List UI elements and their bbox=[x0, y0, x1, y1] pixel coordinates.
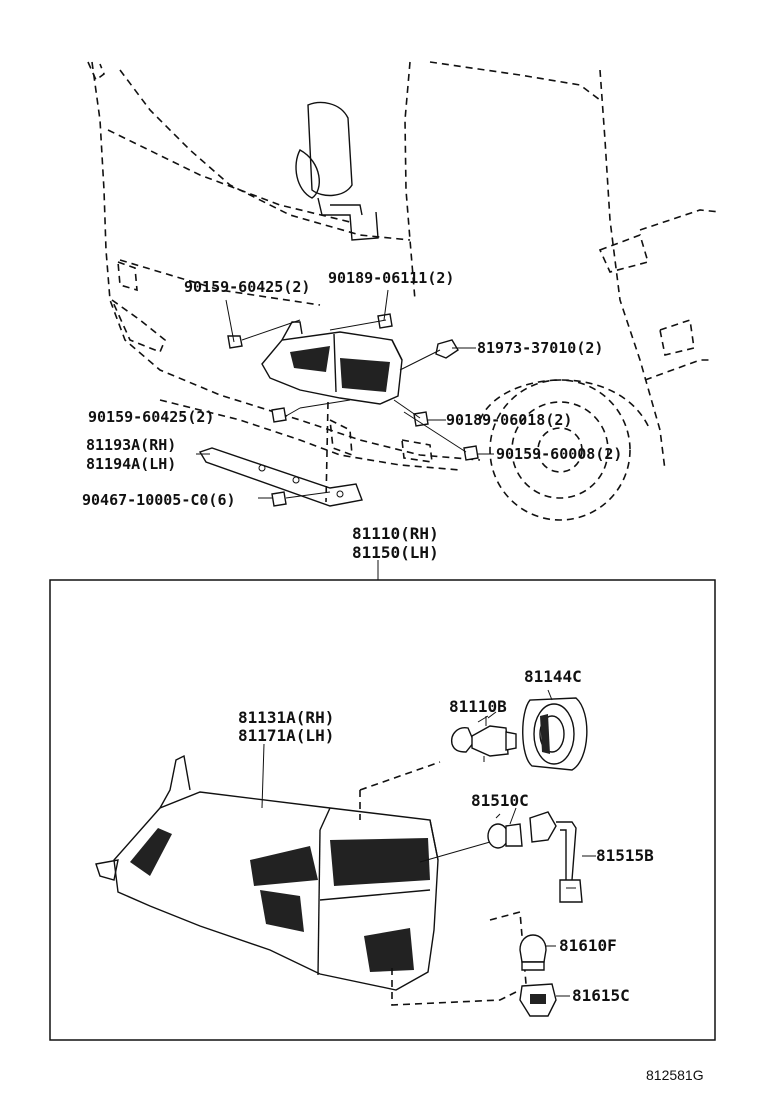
label-90159-60425-mid: 90159-60425(2) bbox=[88, 408, 214, 426]
bulbs-and-sockets bbox=[451, 689, 588, 1017]
vehicle-front-drawing bbox=[87, 61, 721, 521]
label-81110: 81110(RH) bbox=[352, 524, 439, 543]
label-90159-60425-top: 90159-60425(2) bbox=[184, 278, 310, 296]
label-81110B: 81110B bbox=[449, 697, 507, 716]
label-81193A: 81193A(RH) bbox=[86, 436, 176, 454]
label-90189-06018: 90189-06018(2) bbox=[446, 411, 572, 429]
nut-icon bbox=[377, 313, 393, 329]
screw-icon bbox=[463, 445, 479, 461]
label-81131A: 81131A(RH) bbox=[238, 708, 334, 727]
bolt-icon bbox=[271, 407, 287, 423]
headlight-bulb-icon bbox=[451, 711, 517, 762]
leader-lines-top bbox=[196, 289, 494, 580]
label-90467-10005: 90467-10005-C0(6) bbox=[82, 491, 236, 509]
side-marker-bulb-icon bbox=[519, 934, 547, 971]
bolt-icon bbox=[227, 335, 243, 349]
label-81973-37010: 81973-37010(2) bbox=[477, 339, 603, 357]
label-81615C: 81615C bbox=[572, 986, 630, 1005]
label-90159-60008: 90159-60008(2) bbox=[496, 445, 622, 463]
label-81194A: 81194A(LH) bbox=[86, 455, 176, 473]
clip-icon bbox=[271, 491, 287, 507]
label-81171A: 81171A(LH) bbox=[238, 726, 334, 745]
socket-wire-icon bbox=[529, 811, 583, 903]
label-81610F: 81610F bbox=[559, 936, 617, 955]
label-90189-06111: 90189-06111(2) bbox=[328, 269, 454, 287]
leader-lines-box bbox=[261, 716, 596, 997]
label-81515B: 81515B bbox=[596, 846, 654, 865]
headlamp-assembly-drawing bbox=[95, 754, 527, 1006]
socket-cover-icon bbox=[522, 689, 588, 771]
label-81144C: 81144C bbox=[524, 667, 582, 686]
clip-icon bbox=[435, 339, 459, 359]
label-81150: 81150(LH) bbox=[352, 543, 439, 562]
side-marker-socket-icon bbox=[519, 983, 557, 1017]
fasteners-top bbox=[227, 313, 479, 507]
nut-icon bbox=[413, 411, 429, 427]
assembly-box bbox=[49, 579, 716, 1041]
bracket-drawing bbox=[198, 447, 363, 507]
label-81510C: 81510C bbox=[471, 791, 529, 810]
reference-code: 812581G bbox=[646, 1067, 704, 1083]
installed-headlamp bbox=[261, 321, 403, 405]
turn-signal-bulb-icon bbox=[487, 813, 523, 849]
